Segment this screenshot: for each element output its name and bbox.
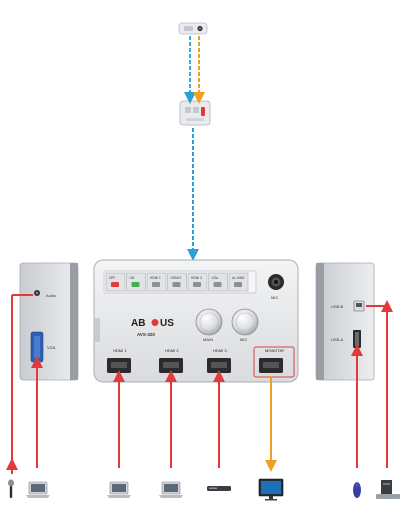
audio-port-label: Audio: [46, 293, 57, 298]
front-button-label: ON: [130, 276, 135, 280]
usb-b-port-label: USB-B: [331, 304, 344, 309]
front-button-3[interactable]: HDMI 2: [167, 272, 187, 292]
button-indicator-icon: [213, 282, 222, 287]
laptop-icon: [26, 481, 50, 498]
front-button-label: HDMI 1: [150, 276, 161, 280]
port-label: HDMI 2: [165, 348, 179, 353]
monitor-icon: [258, 478, 284, 501]
right-side-panel: [315, 262, 375, 381]
main-knob-label: MAIN: [203, 337, 213, 342]
front-button-5[interactable]: VGA: [208, 272, 228, 292]
hdmi-ports: HDMI 1 HDMI 2 HDMI 3 MONITOR: [107, 348, 284, 373]
mic-volume-knob[interactable]: [231, 308, 259, 336]
mic-knob-label: MIC: [240, 337, 247, 342]
front-button-1[interactable]: ON: [126, 272, 146, 292]
mic-jack-label: MIC: [271, 295, 278, 300]
port-label: HDMI 1: [113, 348, 127, 353]
usb-a-port-label: USB-A: [331, 337, 344, 342]
front-button-2[interactable]: HDMI 1: [146, 272, 167, 292]
monitor-port-frame: [253, 346, 295, 378]
front-button-label: OFF: [109, 276, 115, 280]
front-button-4[interactable]: HDMI 3: [187, 272, 208, 292]
front-button-0[interactable]: OFF: [105, 272, 126, 292]
port-0: HDMI 1: [107, 348, 131, 373]
button-indicator-icon: [234, 282, 242, 287]
top-source-device: [178, 22, 208, 35]
media-player-icon: [207, 486, 231, 491]
button-indicator-icon: [152, 282, 160, 287]
laptop-icon: [107, 481, 131, 498]
model-number: AVS-320: [137, 332, 155, 337]
button-indicator-icon: [172, 282, 181, 287]
front-button-label: VGA: [212, 276, 220, 280]
main-volume-knob[interactable]: [195, 308, 223, 336]
brand-logo-left: AB: [131, 318, 145, 329]
port-label: MONITOR: [265, 348, 284, 353]
front-button-label: HDMI 2: [171, 276, 182, 280]
front-button-label: AL-KINS: [232, 276, 244, 280]
button-indicator-icon: [131, 282, 140, 287]
port-1: HDMI 2: [159, 348, 183, 373]
laptop-icon: [159, 481, 183, 498]
vga-port-label: VGA: [47, 345, 56, 350]
port-3: MONITOR: [259, 348, 284, 373]
mouse-icon: [353, 482, 361, 498]
top-hub-module: [179, 100, 211, 126]
front-button-6[interactable]: AL-KINS: [228, 272, 249, 292]
port-2: HDMI 3: [207, 348, 231, 373]
brand-logo-dot: [151, 319, 159, 326]
brand-logo-right: US: [160, 318, 174, 329]
front-buttons: OFF ON HDMI 1 HDMI 2 HDMI 3 VGA AL-KINS: [105, 272, 249, 292]
microphone-icon: [8, 479, 14, 498]
desktop-pc-icon: [376, 480, 400, 499]
button-indicator-icon: [111, 282, 119, 287]
button-indicator-icon: [193, 282, 201, 287]
left-side-panel: [19, 262, 79, 381]
mic-jack: [268, 274, 284, 290]
front-button-label: HDMI 3: [191, 276, 202, 280]
port-label: HDMI 3: [213, 348, 227, 353]
